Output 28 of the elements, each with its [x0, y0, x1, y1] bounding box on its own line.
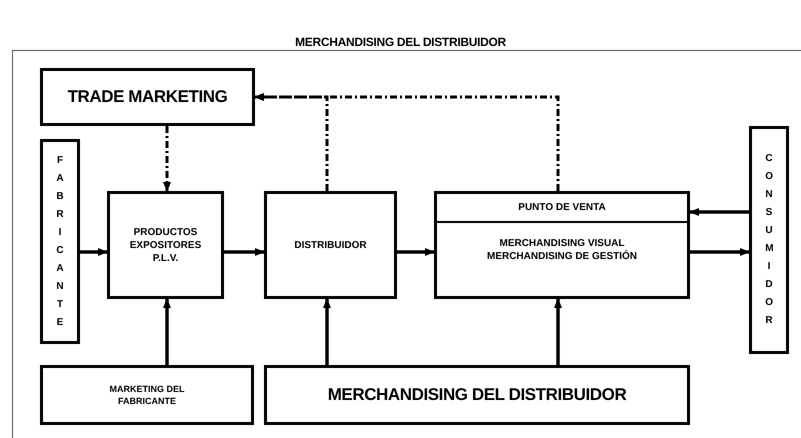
box-text: FABRICANTE — [56, 154, 64, 330]
box-heading: PUNTO DE VENTA — [518, 201, 606, 215]
box-text: CONSUMIDOR — [765, 152, 773, 328]
box-text: PRODUCTOS EXPOSITORES P.L.V. — [128, 226, 202, 264]
arrow — [397, 248, 435, 256]
vertical-box — [749, 126, 789, 354]
box-text: DISTRIBUIDOR — [293, 238, 368, 252]
diagram-title: MERCHANDISING DEL DISTRIBUIDOR — [295, 34, 506, 51]
process-box — [40, 365, 254, 425]
arrow — [323, 298, 331, 365]
process-box — [264, 191, 397, 299]
arrow — [554, 298, 562, 365]
box-text: MARKETING DEL FABRICANTE — [108, 383, 186, 407]
arrow — [224, 248, 265, 256]
arrow — [80, 248, 108, 256]
arrow — [690, 248, 750, 256]
arrow — [689, 208, 749, 216]
process-box — [264, 365, 690, 425]
vertical-box — [40, 139, 80, 344]
dashed-arrow — [254, 93, 560, 191]
box-text: TRADE MARKETING — [68, 86, 228, 108]
box-text: MERCHANDISING VISUAL MERCHANDISING DE GESTIÓN — [486, 237, 638, 263]
process-box — [107, 191, 224, 299]
process-box — [434, 191, 690, 299]
arrow — [163, 298, 171, 365]
process-box — [40, 68, 255, 126]
box-text: MERCHANDISING DEL DISTRIBUIDOR — [328, 384, 626, 406]
dashed-arrow — [163, 126, 171, 192]
